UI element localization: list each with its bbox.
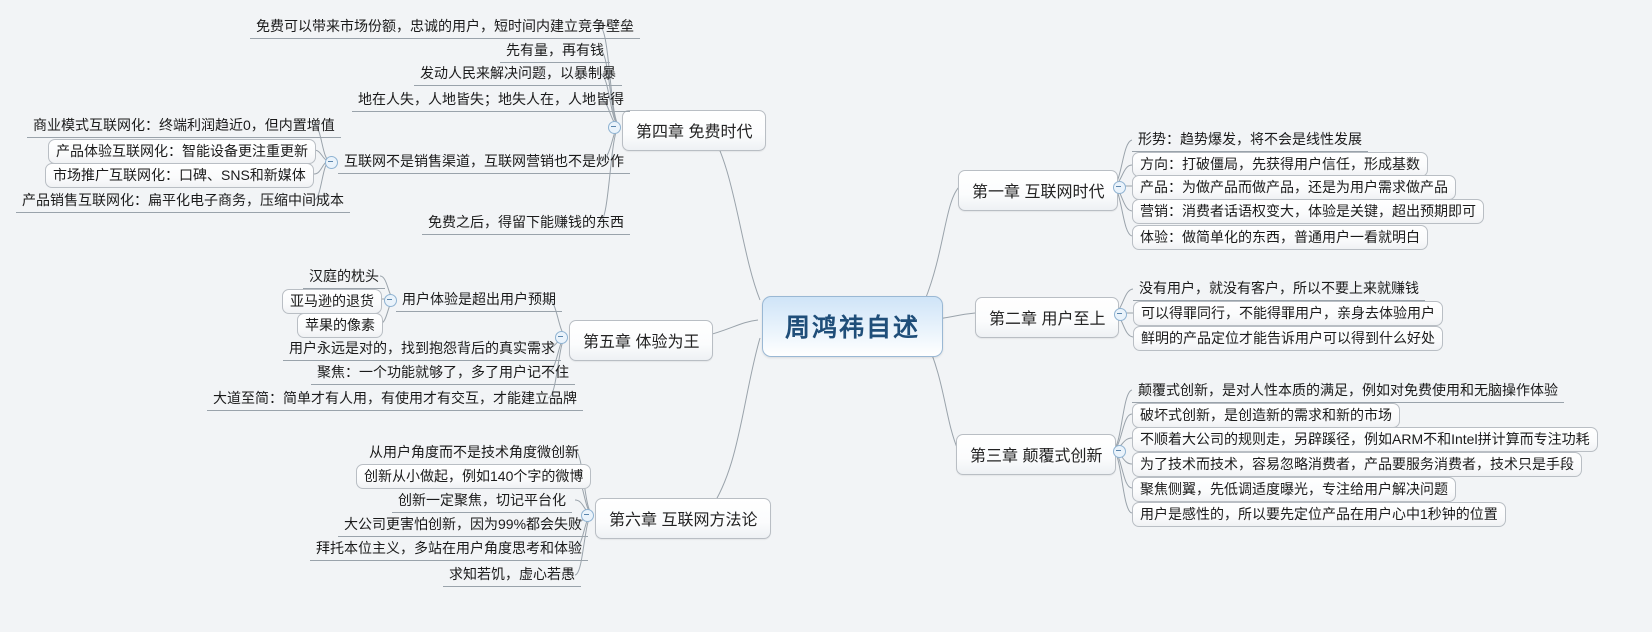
leaf-node[interactable]: 求知若饥，虚心若愚 <box>443 563 581 587</box>
leaf-label: 用户体验是超出用户预期 <box>402 291 556 307</box>
leaf-node[interactable]: 聚焦侧翼，先低调适度曝光，专注给用户解决问题 <box>1132 477 1456 502</box>
chapter-label-2: 第二章 用户至上 <box>989 311 1106 328</box>
leaf-node[interactable]: 先有量，再有钱 <box>500 39 610 63</box>
leaf-label: 求知若饥，虚心若愚 <box>449 566 575 582</box>
leaf-label: 先有量，再有钱 <box>506 42 604 58</box>
leaf-label: 大道至简：简单才有人用，有使用才有交互，才能建立品牌 <box>213 390 577 406</box>
leaf-node[interactable]: 颠覆式创新，是对人性本质的满足，例如对免费使用和无脑操作体验 <box>1132 379 1564 403</box>
chapter-label-4: 第四章 免费时代 <box>636 124 753 141</box>
leaf-label: 互联网不是销售渠道，互联网营销也不是炒作 <box>344 153 624 169</box>
leaf-node[interactable]: 大道至简：简单才有人用，有使用才有交互，才能建立品牌 <box>207 387 583 411</box>
toggle-ch6-icon[interactable] <box>581 509 594 522</box>
leaf-label: 方向：打破僵局，先获得用户信任，形成基数 <box>1140 156 1420 172</box>
leaf-node[interactable]: 产品体验互联网化：智能设备更注重更新 <box>48 139 316 164</box>
leaf-label: 颠覆式创新，是对人性本质的满足，例如对免费使用和无脑操作体验 <box>1138 382 1558 398</box>
leaf-node[interactable]: 拜托本位主义，多站在用户角度思考和体验 <box>310 537 588 561</box>
toggle-ch4-icon[interactable] <box>608 121 621 134</box>
chapter-node-4[interactable]: 第四章 免费时代 <box>622 110 767 151</box>
chapter-node-3[interactable]: 第三章 颠覆式创新 <box>956 434 1117 475</box>
chapter-node-2[interactable]: 第二章 用户至上 <box>975 297 1120 338</box>
leaf-label: 鲜明的产品定位才能告诉用户可以得到什么好处 <box>1141 330 1435 346</box>
leaf-node[interactable]: 鲜明的产品定位才能告诉用户可以得到什么好处 <box>1133 326 1443 351</box>
leaf-node[interactable]: 市场推广互联网化：口碑、SNS和新媒体 <box>45 163 314 188</box>
leaf-node[interactable]: 用户体验是超出用户预期 <box>396 288 562 312</box>
leaf-node[interactable]: 产品销售互联网化：扁平化电子商务，压缩中间成本 <box>16 189 350 213</box>
leaf-node[interactable]: 免费可以带来市场份额，忠诚的用户，短时间内建立竞争壁垒 <box>250 15 640 39</box>
leaf-label: 汉庭的枕头 <box>309 268 379 284</box>
leaf-label: 市场推广互联网化：口碑、SNS和新媒体 <box>53 167 306 183</box>
leaf-node[interactable]: 为了技术而技术，容易忽略消费者，产品要服务消费者，技术只是手段 <box>1132 452 1582 477</box>
leaf-label: 形势：趋势爆发，将不会是线性发展 <box>1138 131 1362 147</box>
leaf-label: 苹果的像素 <box>305 317 375 333</box>
leaf-label: 没有用户，就没有客户，所以不要上来就赚钱 <box>1139 280 1419 296</box>
leaf-label: 体验：做简单化的东西，普通用户一看就明白 <box>1140 229 1420 245</box>
leaf-node[interactable]: 体验：做简单化的东西，普通用户一看就明白 <box>1132 225 1428 250</box>
chapter-label-6: 第六章 互联网方法论 <box>609 512 758 529</box>
leaf-label: 创新一定聚焦，切记平台化 <box>398 492 566 508</box>
chapter-node-5[interactable]: 第五章 体验为王 <box>569 320 714 361</box>
leaf-label: 为了技术而技术，容易忽略消费者，产品要服务消费者，技术只是手段 <box>1140 456 1574 472</box>
leaf-node[interactable]: 方向：打破僵局，先获得用户信任，形成基数 <box>1132 152 1428 177</box>
root-node[interactable]: 周鸿祎自述 <box>762 296 944 357</box>
leaf-node[interactable]: 用户永远是对的，找到抱怨背后的真实需求 <box>283 337 561 361</box>
chapter-node-1[interactable]: 第一章 互联网时代 <box>958 170 1119 211</box>
leaf-label: 拜托本位主义，多站在用户角度思考和体验 <box>316 540 582 556</box>
leaf-node[interactable]: 从用户角度而不是技术角度微创新 <box>363 441 585 465</box>
leaf-node[interactable]: 发动人民来解决问题，以暴制暴 <box>414 62 622 86</box>
leaf-label: 聚焦侧翼，先低调适度曝光，专注给用户解决问题 <box>1140 481 1448 497</box>
leaf-label: 发动人民来解决问题，以暴制暴 <box>420 65 616 81</box>
leaf-label: 商业模式互联网化：终端利润趋近0，但内置增值 <box>33 117 335 133</box>
leaf-label: 产品销售互联网化：扁平化电子商务，压缩中间成本 <box>22 192 344 208</box>
leaf-node[interactable]: 创新从小做起，例如140个字的微博 <box>356 464 592 489</box>
leaf-node[interactable]: 形势：趋势爆发，将不会是线性发展 <box>1132 128 1368 152</box>
leaf-node[interactable]: 苹果的像素 <box>297 313 383 338</box>
toggle-ch5-sub-icon[interactable] <box>384 294 397 307</box>
leaf-label: 破坏式创新，是创造新的需求和新的市场 <box>1140 407 1392 423</box>
leaf-node[interactable]: 地在人失，人地皆失；地失人在，人地皆得 <box>352 88 630 112</box>
leaf-label: 产品：为做产品而做产品，还是为用户需求做产品 <box>1140 179 1448 195</box>
leaf-node[interactable]: 商业模式互联网化：终端利润趋近0，但内置增值 <box>27 114 341 138</box>
toggle-ch5-icon[interactable] <box>555 331 568 344</box>
leaf-label: 地在人失，人地皆失；地失人在，人地皆得 <box>358 91 624 107</box>
leaf-node[interactable]: 创新一定聚焦，切记平台化 <box>392 489 572 513</box>
leaf-node[interactable]: 没有用户，就没有客户，所以不要上来就赚钱 <box>1133 277 1425 301</box>
leaf-node[interactable]: 破坏式创新，是创造新的需求和新的市场 <box>1132 403 1400 428</box>
leaf-label: 大公司更害怕创新，因为99%都会失败 <box>344 516 583 532</box>
leaf-label: 从用户角度而不是技术角度微创新 <box>369 444 579 460</box>
chapter-node-6[interactable]: 第六章 互联网方法论 <box>595 498 772 539</box>
leaf-label: 免费可以带来市场份额，忠诚的用户，短时间内建立竞争壁垒 <box>256 18 634 34</box>
toggle-ch1-icon[interactable] <box>1113 181 1126 194</box>
leaf-node[interactable]: 营销：消费者话语权变大，体验是关键，超出预期即可 <box>1132 199 1484 224</box>
leaf-node[interactable]: 聚焦：一个功能就够了，多了用户记不住 <box>311 361 575 385</box>
leaf-node[interactable]: 亚马逊的退货 <box>282 289 382 314</box>
leaf-node[interactable]: 产品：为做产品而做产品，还是为用户需求做产品 <box>1132 175 1456 200</box>
toggle-ch3-icon[interactable] <box>1113 445 1126 458</box>
leaf-label: 营销：消费者话语权变大，体验是关键，超出预期即可 <box>1140 203 1476 219</box>
chapter-label-1: 第一章 互联网时代 <box>972 184 1105 201</box>
leaf-node[interactable]: 用户是感性的，所以要先定位产品在用户心中1秒钟的位置 <box>1132 502 1506 527</box>
leaf-label: 亚马逊的退货 <box>290 293 374 309</box>
leaf-label: 创新从小做起，例如140个字的微博 <box>364 468 584 484</box>
leaf-label: 用户永远是对的，找到抱怨背后的真实需求 <box>289 340 555 356</box>
leaf-node[interactable]: 不顺着大公司的规则走，另辟蹊径，例如ARM不和Intel拼计算而专注功耗 <box>1132 427 1598 452</box>
toggle-ch2-icon[interactable] <box>1114 308 1127 321</box>
chapter-label-5: 第五章 体验为王 <box>583 334 700 351</box>
leaf-label: 可以得罪同行，不能得罪用户，亲身去体验用户 <box>1141 305 1435 321</box>
leaf-node[interactable]: 汉庭的枕头 <box>303 265 385 289</box>
leaf-node[interactable]: 大公司更害怕创新，因为99%都会失败 <box>338 513 589 537</box>
leaf-label: 用户是感性的，所以要先定位产品在用户心中1秒钟的位置 <box>1140 506 1498 522</box>
leaf-node[interactable]: 免费之后，得留下能赚钱的东西 <box>422 211 630 235</box>
toggle-ch4-sub-icon[interactable] <box>325 156 338 169</box>
leaf-label: 免费之后，得留下能赚钱的东西 <box>428 214 624 230</box>
leaf-label: 聚焦：一个功能就够了，多了用户记不住 <box>317 364 569 380</box>
leaf-node[interactable]: 可以得罪同行，不能得罪用户，亲身去体验用户 <box>1133 301 1443 326</box>
root-label: 周鸿祎自述 <box>785 314 921 342</box>
leaf-label: 产品体验互联网化：智能设备更注重更新 <box>56 143 308 159</box>
leaf-node[interactable]: 互联网不是销售渠道，互联网营销也不是炒作 <box>338 150 630 174</box>
chapter-label-3: 第三章 颠覆式创新 <box>970 448 1103 465</box>
leaf-label: 不顺着大公司的规则走，另辟蹊径，例如ARM不和Intel拼计算而专注功耗 <box>1140 431 1590 447</box>
